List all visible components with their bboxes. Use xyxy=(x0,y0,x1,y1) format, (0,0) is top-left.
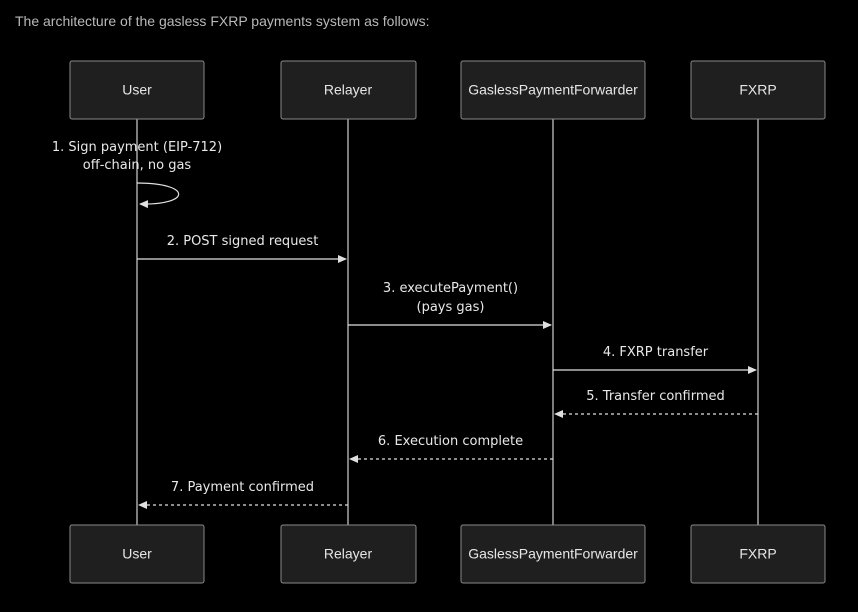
actor-box xyxy=(690,524,826,584)
actor-label: GaslessPaymentForwarder xyxy=(468,82,638,98)
actor-label: User xyxy=(122,82,152,98)
actor-label: FXRP xyxy=(739,546,776,562)
actor-relayer-top: Relayer xyxy=(280,60,417,120)
actor-label: Relayer xyxy=(324,546,373,562)
actor-forwarder-top: GaslessPaymentForwarder xyxy=(460,60,646,120)
actor-user-bottom: User xyxy=(69,524,205,584)
message-6: 6. Execution complete xyxy=(349,434,553,463)
actor-label: FXRP xyxy=(739,82,776,98)
message-label: 2. POST signed request xyxy=(167,234,319,249)
message-label: 5. Transfer confirmed xyxy=(586,389,725,404)
actor-fxrp-top: FXRP xyxy=(690,60,826,120)
message-2: 2. POST signed request xyxy=(137,234,347,263)
actor-user-top: User xyxy=(69,60,205,120)
message-label: 6. Execution complete xyxy=(378,434,523,449)
actor-box xyxy=(280,60,417,120)
actor-box xyxy=(690,60,826,120)
message-label: 4. FXRP transfer xyxy=(603,345,709,360)
message-1: 1. Sign payment (EIP-712) off-chain, no g… xyxy=(52,140,222,209)
intro-text: The architecture of the gasless FXRP pay… xyxy=(15,13,430,29)
actor-fxrp-bottom: FXRP xyxy=(690,524,826,584)
actor-box xyxy=(460,60,646,120)
message-arrow xyxy=(136,182,180,209)
actor-box xyxy=(69,60,205,120)
actor-label: GaslessPaymentForwarder xyxy=(468,546,638,562)
message-3: 3. executePayment() (pays gas) xyxy=(348,281,552,329)
actor-box xyxy=(280,524,417,584)
actor-label: User xyxy=(122,546,152,562)
message-4: 4. FXRP transfer xyxy=(553,345,757,374)
message-label: 1. Sign payment (EIP-712) xyxy=(52,140,222,155)
message-label: 7. Payment confirmed xyxy=(171,480,314,495)
message-label: (pays gas) xyxy=(417,300,485,315)
message-label: off-chain, no gas xyxy=(83,158,192,173)
message-7: 7. Payment confirmed xyxy=(138,480,348,509)
actor-box xyxy=(460,524,646,584)
actor-box xyxy=(69,524,205,584)
actor-label: Relayer xyxy=(324,82,373,98)
message-label: 3. executePayment() xyxy=(383,281,518,296)
actor-relayer-bottom: Relayer xyxy=(280,524,417,584)
actor-forwarder-bottom: GaslessPaymentForwarder xyxy=(460,524,646,584)
message-5: 5. Transfer confirmed xyxy=(554,389,758,418)
